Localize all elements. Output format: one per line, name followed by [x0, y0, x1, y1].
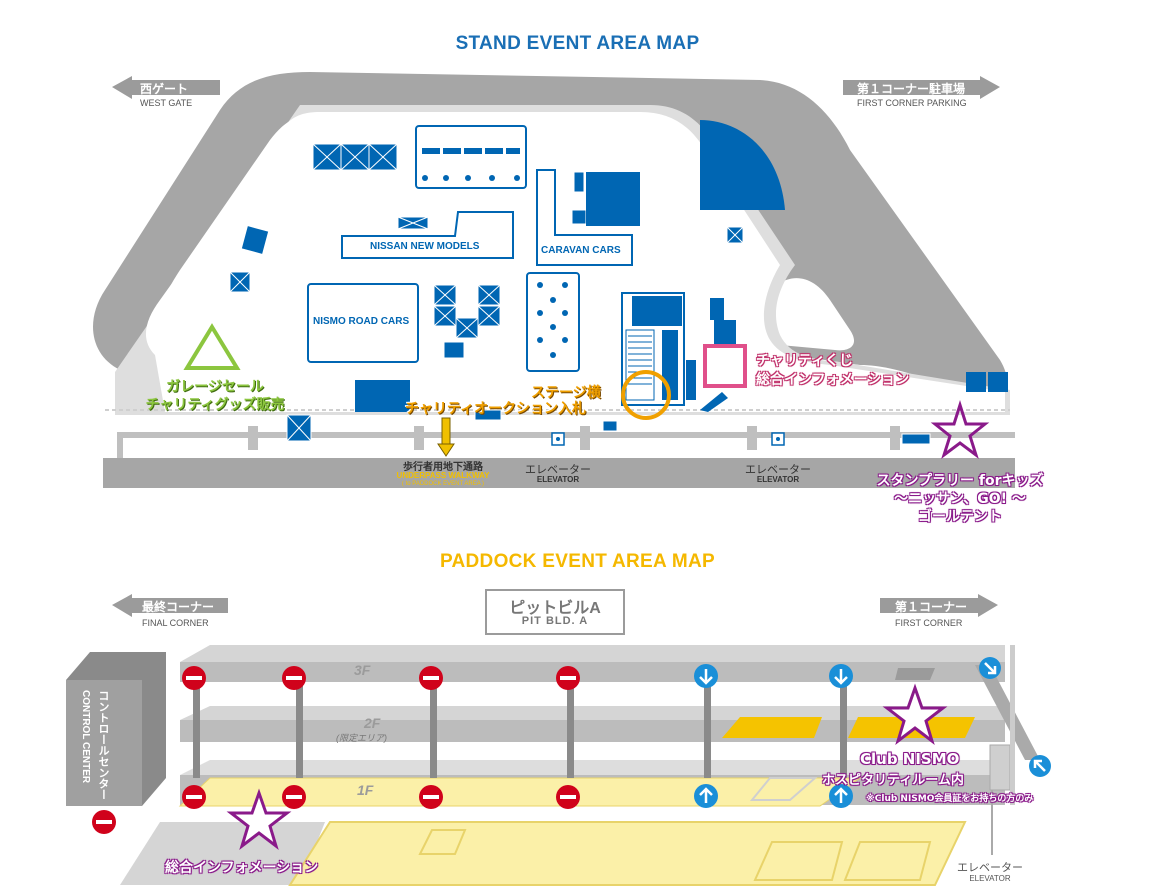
stage-side-label: ステージ横 — [531, 385, 601, 401]
building-block — [700, 120, 785, 210]
nismo-road-cars-label: NISMO ROAD CARS — [313, 316, 410, 327]
pit-bld-en-label: PIT BLD. A — [521, 615, 589, 627]
west-gate-en-label: WEST GATE — [140, 98, 193, 108]
paddock-elevator-label: エレベーター — [957, 862, 1023, 874]
final-corner-label: 最終コーナー — [142, 600, 215, 614]
paddock-map-title: PADDOCK EVENT AREA MAP — [439, 551, 716, 572]
general-info-label: 総合インフォメーション — [756, 372, 910, 388]
underpass-label: 歩行者用地下通路 — [403, 462, 483, 473]
final-corner-en-label: FINAL CORNER — [142, 618, 209, 628]
stair-direction-icons — [694, 657, 1051, 808]
first-corner-arrow-icon — [843, 76, 1000, 99]
club-nismo-star-icon — [882, 683, 948, 746]
goal-tent-label: ゴールテント — [918, 509, 1002, 525]
stamp-rally-label: スタンプラリー forキッズ — [876, 473, 1044, 489]
garage-sale-label: ガレージセール — [166, 379, 264, 395]
underpass-note-label: ( to PADDOCK EVENT AREA ) — [401, 481, 485, 487]
stamp-rally-star-icon — [930, 400, 990, 460]
first-corner-en-label: FIRST CORNER — [895, 618, 963, 628]
elevator-en-label-1: ELEVATOR — [536, 475, 580, 484]
stand-map-title: STAND EVENT AREA MAP — [455, 33, 700, 54]
elevator-label-2: エレベーター — [745, 464, 811, 476]
general-info-star-icon — [226, 788, 292, 851]
grandstand — [103, 458, 1015, 488]
floor-2f-label: 2F — [364, 715, 381, 731]
club-nismo-note: ※Club NISMO会員証をお持ちの方のみ — [866, 794, 1034, 804]
caravan-cars-label: CARAVAN CARS — [541, 245, 621, 256]
no-entry-icons — [92, 666, 580, 834]
underpass-arrow-icon — [437, 443, 455, 457]
first-corner-parking-label: 第１コーナー駐車場 — [857, 82, 966, 96]
west-gate-label: 西ゲート — [140, 82, 189, 96]
elevator-label-1: エレベーター — [525, 464, 591, 476]
floor-1f-label: 1F — [357, 782, 374, 798]
first-corner-arrow-icon — [880, 594, 998, 617]
first-corner-label: 第１コーナー — [895, 600, 968, 614]
club-nismo-label: Club NISMO — [860, 750, 960, 768]
charity-lottery-label: チャリティくじ — [756, 353, 854, 369]
control-center-building — [66, 680, 142, 806]
garage-sale-triangle-icon — [183, 323, 241, 370]
paddock-general-info-label: 総合インフォメーション — [165, 860, 319, 876]
charity-auction-label: チャリティオークション入札 — [405, 401, 587, 417]
first-corner-parking-en-label: FIRST CORNER PARKING — [857, 98, 967, 108]
stage-side-circle-icon — [621, 370, 671, 420]
pit-bld-label: ピットビルA — [509, 600, 601, 617]
elevator-en-label-2: ELEVATOR — [756, 475, 800, 484]
nissan-go-label: ～ニッサン、GO! ～ — [894, 491, 1026, 507]
underpass-en-label: UNDERPASS WALKWAY — [396, 471, 490, 480]
control-center-en-label: CONTROL CENTER — [80, 690, 91, 784]
nissan-new-models-label: NISSAN NEW MODELS — [370, 241, 480, 252]
final-corner-arrow-icon — [112, 594, 228, 617]
west-gate-arrow-icon — [112, 76, 220, 99]
control-center-label: コントロールセンター — [97, 690, 109, 800]
club-nismo-room-label: ホスピタリティルーム内 — [822, 773, 964, 788]
charity-goods-label: チャリティグッズ販売 — [145, 397, 285, 413]
floor-3f-label: 3F — [354, 662, 371, 678]
floor-2f-note: (限定エリア) — [336, 733, 387, 743]
charity-lottery-square-icon — [703, 344, 747, 388]
paddock-elevator-en-label: ELEVATOR — [969, 874, 1011, 883]
